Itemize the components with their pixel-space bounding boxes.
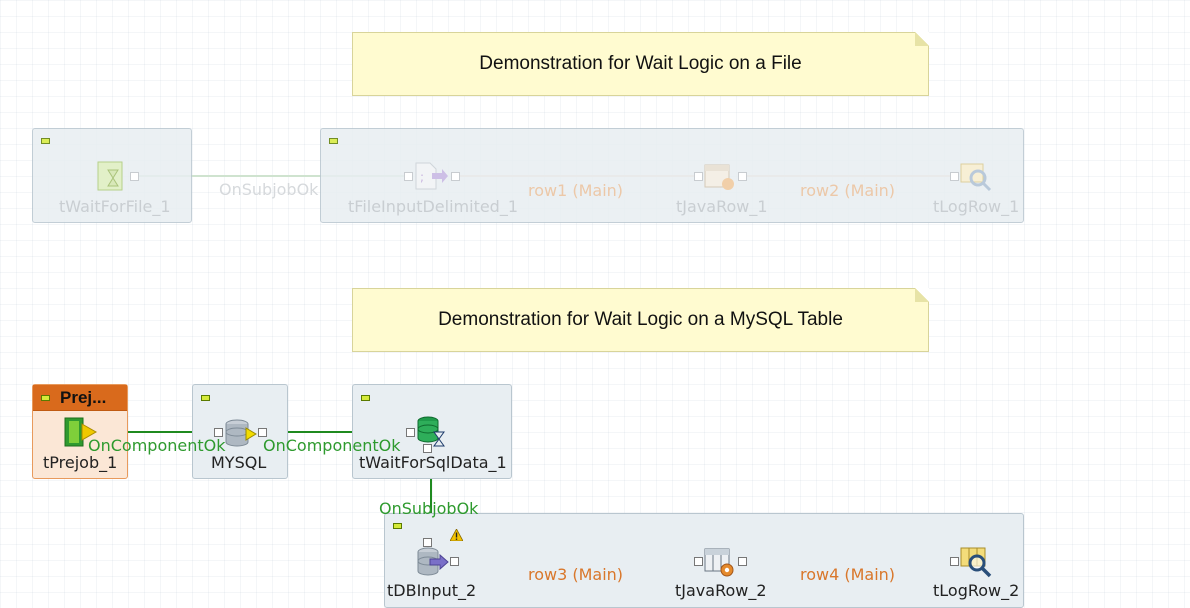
component-label-tdbinput[interactable]: tDBInput_2 (387, 581, 477, 600)
connection-label-row2[interactable]: row2 (Main) (800, 181, 896, 200)
note-file-wait[interactable]: Demonstration for Wait Logic on a File (352, 32, 929, 96)
mysql-db-icon[interactable] (224, 418, 258, 448)
output-port[interactable] (738, 172, 747, 181)
output-port[interactable] (451, 172, 460, 181)
component-label-mysql[interactable]: MYSQL (211, 453, 267, 472)
log-row-icon[interactable] (960, 162, 992, 192)
component-label-tlogrow2[interactable]: tLogRow_2 (933, 581, 1020, 600)
input-port[interactable] (950, 557, 959, 566)
component-label-tprejob[interactable]: tPrejob_1 (43, 453, 118, 472)
connection-label-row1[interactable]: row1 (Main) (528, 181, 624, 200)
connection-label-onsubjobok-1[interactable]: OnSubjobOk (219, 180, 319, 199)
svg-text:;: ; (420, 170, 424, 184)
collapse-button[interactable] (201, 395, 210, 401)
component-label-tjavarow1[interactable]: tJavaRow_1 (676, 197, 768, 216)
collapse-button[interactable] (361, 395, 370, 401)
note-fold-corner (915, 32, 929, 46)
db-input-icon[interactable] (416, 547, 450, 577)
input-port[interactable] (404, 172, 413, 181)
note-mysql-wait[interactable]: Demonstration for Wait Logic on a MySQL … (352, 288, 929, 352)
input-port[interactable] (694, 557, 703, 566)
input-port[interactable] (950, 172, 959, 181)
note-fold-corner (915, 288, 929, 302)
connection-label-row3[interactable]: row3 (Main) (528, 565, 624, 584)
prejob-icon[interactable] (64, 416, 98, 448)
connection-label-row4[interactable]: row4 (Main) (800, 565, 896, 584)
java-row-icon[interactable] (704, 162, 736, 192)
input-port[interactable] (694, 172, 703, 181)
subjob-db-input[interactable] (384, 513, 1024, 608)
connection-label-oncomponentok-2[interactable]: OnComponentOk (263, 436, 401, 455)
wait-for-file-icon[interactable] (96, 160, 128, 192)
connection-label-oncomponentok-1[interactable]: OnComponentOk (88, 436, 226, 455)
output-port[interactable] (258, 428, 267, 437)
note-title: Demonstration for Wait Logic on a MySQL … (438, 309, 843, 330)
component-label-tlogrow1[interactable]: tLogRow_1 (933, 197, 1020, 216)
wait-for-sql-icon[interactable] (416, 416, 448, 448)
input-port[interactable] (214, 428, 223, 437)
collapse-button[interactable] (41, 395, 50, 401)
component-label-twaitforfile[interactable]: tWaitForFile_1 (59, 197, 171, 216)
input-port[interactable] (406, 428, 415, 437)
subjob-port[interactable] (423, 444, 432, 453)
connection-label-onsubjobok-2[interactable]: OnSubjobOk (379, 499, 479, 518)
component-label-twaitforsql[interactable]: tWaitForSqlData_1 (359, 453, 507, 472)
collapse-button[interactable] (41, 138, 50, 144)
warning-icon (450, 529, 463, 541)
output-port[interactable] (130, 172, 139, 181)
collapse-button[interactable] (329, 138, 338, 144)
note-title: Demonstration for Wait Logic on a File (479, 53, 802, 74)
log-row-icon[interactable] (960, 546, 992, 578)
output-port[interactable] (738, 557, 747, 566)
output-port[interactable] (450, 557, 459, 566)
file-input-icon[interactable]: ; (414, 161, 448, 191)
component-label-tjavarow2[interactable]: tJavaRow_2 (675, 581, 767, 600)
subjob-mysql[interactable] (192, 384, 288, 479)
java-row-icon[interactable] (704, 546, 736, 578)
component-label-tfileinput[interactable]: tFileInputDelimited_1 (348, 197, 519, 216)
collapse-button[interactable] (393, 523, 402, 529)
trigger-port[interactable] (423, 538, 432, 547)
